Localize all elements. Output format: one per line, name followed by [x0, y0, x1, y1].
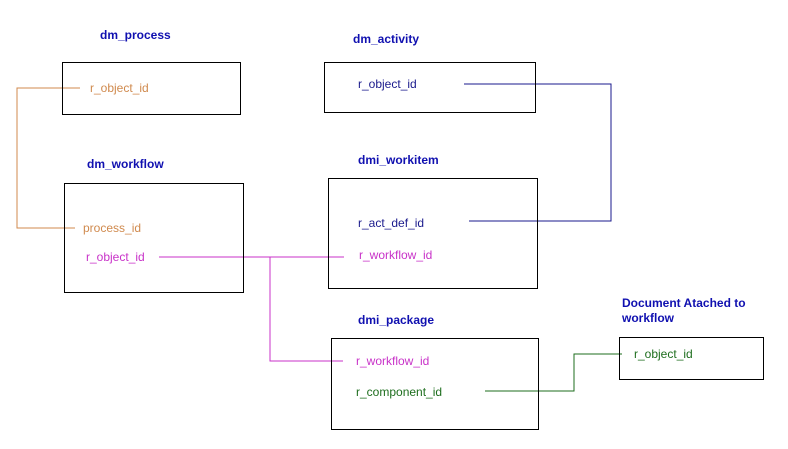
dm-process-title: dm_process	[100, 28, 171, 42]
dmi-workitem-r-workflow-id: r_workflow_id	[359, 248, 433, 262]
dm-workflow-table[interactable]	[64, 183, 244, 293]
dmi-package-title: dmi_package	[358, 313, 435, 327]
dmi-package-r-component-id: r_component_id	[356, 385, 443, 399]
dm-activity-title: dm_activity	[353, 32, 420, 46]
dm-workflow-title: dm_workflow	[87, 157, 164, 171]
dm-workflow-r-object-id: r_object_id	[86, 250, 145, 264]
dm-activity-table[interactable]	[324, 62, 536, 113]
dmi-package-r-workflow-id: r_workflow_id	[356, 354, 430, 368]
connector-package-to-document	[485, 353, 622, 392]
dm-process-table[interactable]	[62, 62, 241, 115]
dm-activity-r-object-id: r_object_id	[358, 77, 417, 91]
dmi-workitem-title: dmi_workitem	[358, 153, 439, 167]
connector-activity-to-workitem	[464, 83, 612, 222]
dm-process-r-object-id: r_object_id	[90, 81, 149, 95]
document-table[interactable]	[619, 337, 764, 380]
document-r-object-id: r_object_id	[634, 347, 693, 361]
dmi-package-table[interactable]	[331, 338, 539, 430]
dm-workflow-process-id: process_id	[83, 221, 142, 235]
document-title-line2: workflow	[622, 311, 675, 325]
connector-workflow-to-package	[269, 257, 343, 362]
connector-process-to-workflow	[16, 87, 80, 229]
dmi-workitem-table[interactable]	[328, 178, 538, 289]
dmi-workitem-r-act-def-id: r_act_def_id	[358, 216, 425, 230]
document-title-line1: Document Atached to	[622, 296, 746, 310]
